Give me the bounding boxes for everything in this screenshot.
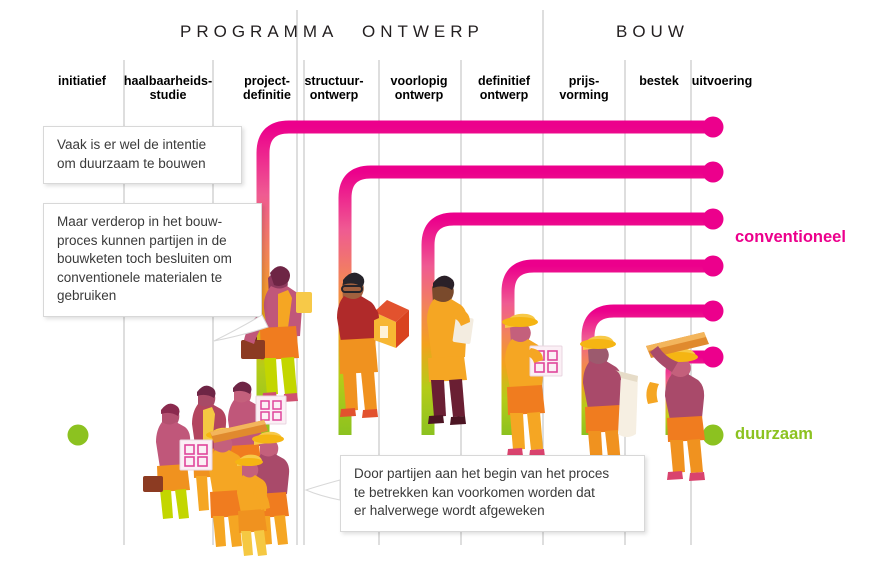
column-label-bestek: bestek — [639, 74, 679, 88]
branch-5-endpoint — [702, 300, 724, 322]
branch-4 — [501, 259, 713, 435]
callout-bouwproces: Maar verderop in het bouw- proces kunnen… — [43, 203, 262, 317]
branch-6-endpoint — [702, 346, 724, 368]
branch-4-endpoint — [702, 255, 724, 277]
column-label-uitvoering: uitvoering — [691, 74, 753, 88]
person-worker-scroll — [580, 335, 638, 474]
phase-title-ontwerp: ONTWERP — [362, 22, 484, 41]
branch-3 — [421, 212, 713, 435]
callout-intentie: Vaak is er wel de intentie om duurzaam t… — [43, 126, 242, 184]
column-label-voorlopig-ontwerp: voorlopig ontwerp — [390, 74, 448, 102]
baseline-endpoint-1 — [702, 424, 724, 446]
phase-title-programma: PROGRAMMA — [180, 22, 339, 41]
branch-1-endpoint — [702, 116, 724, 138]
column-label-definitief-ontwerp: definitief ontwerp — [477, 74, 531, 102]
branch-5 — [581, 304, 713, 435]
person-with-tablet — [427, 275, 474, 425]
phase-title-bouw: BOUW — [616, 22, 689, 41]
person-engineer-blueprint — [502, 313, 563, 458]
legend-duurzaam: duurzaam — [735, 425, 813, 443]
column-label-initiatief: initiatief — [58, 74, 106, 88]
branch-1 — [256, 120, 713, 435]
people-group-start — [143, 381, 290, 556]
branch-3-endpoint — [702, 208, 724, 230]
legend-conventioneel: conventioneel — [735, 228, 846, 246]
person-worker-plank — [646, 332, 709, 481]
column-label-structuur--ontwerp: structuur- ontwerp — [304, 74, 364, 102]
branch-2-endpoint — [702, 161, 724, 183]
callout-betrekken: Door partijen aan het begin van het proc… — [340, 455, 645, 532]
column-label-project--definitie: project- definitie — [243, 74, 291, 102]
column-label-prijs--vorming: prijs- vorming — [559, 74, 609, 102]
person-with-house-model — [337, 272, 409, 418]
branch-2 — [338, 165, 713, 435]
baseline-endpoint-0 — [67, 424, 89, 446]
column-label-haalbaarheids--studie: haalbaarheids- studie — [123, 74, 213, 102]
branch-paths — [256, 116, 724, 435]
